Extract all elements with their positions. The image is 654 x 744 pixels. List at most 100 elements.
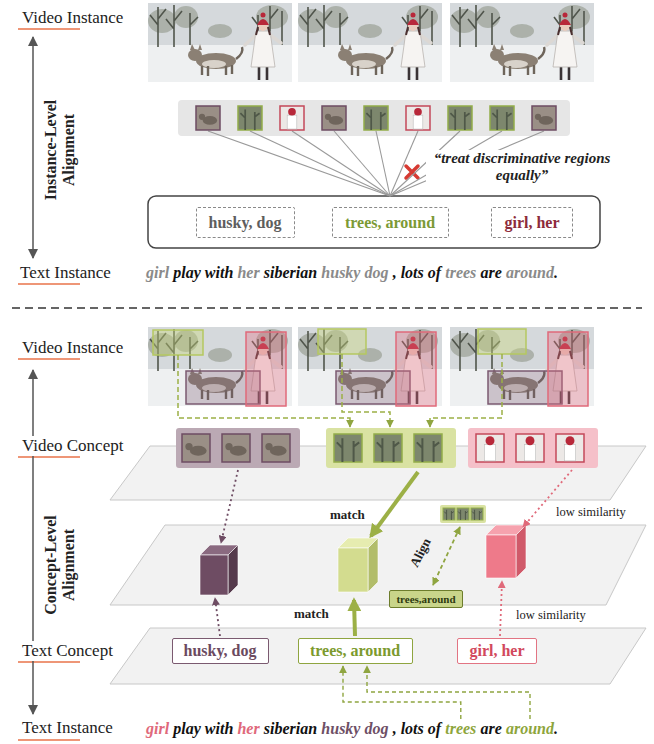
patch	[532, 106, 556, 130]
patch	[196, 106, 220, 130]
sentence-word: are	[481, 264, 502, 281]
concept-cube	[486, 535, 516, 578]
patch	[406, 106, 430, 130]
patch	[322, 106, 346, 130]
patch	[443, 508, 455, 520]
bounding-box	[153, 329, 588, 406]
patch	[532, 106, 556, 130]
patch	[238, 106, 262, 130]
concept-box: girl, her	[491, 207, 573, 238]
bounding-box	[548, 332, 588, 406]
patch	[471, 508, 483, 520]
concept-text: trees, around	[310, 642, 400, 660]
text-label: match	[330, 508, 365, 523]
sentence-word: , lots of	[393, 264, 441, 281]
text-label: low similarity	[516, 608, 586, 622]
sentence-word: .	[554, 720, 558, 737]
patch	[364, 106, 388, 130]
concept-group	[440, 505, 486, 523]
concept-group	[176, 428, 300, 468]
text-label: low similarity	[556, 505, 626, 519]
patch	[516, 434, 544, 462]
sentence-word: play with	[173, 720, 233, 737]
patch	[325, 114, 331, 120]
concept-text: husky, dog	[209, 214, 282, 232]
sentence-word: husky dog	[321, 720, 388, 737]
patch	[443, 508, 455, 520]
patch	[486, 436, 495, 445]
patch	[265, 443, 272, 450]
video-frame	[298, 3, 442, 82]
label-underline	[18, 739, 80, 741]
patch	[490, 106, 514, 130]
bounding-box	[396, 332, 436, 406]
sentence-word: , lots of	[393, 720, 441, 737]
sentence-word: are	[481, 720, 502, 737]
video-frame	[450, 3, 594, 82]
text-label: Text Instance	[20, 263, 111, 283]
patch	[280, 106, 304, 130]
patch	[262, 434, 290, 462]
sentence-word: siberian	[264, 720, 317, 737]
sentence-word: girl	[146, 264, 169, 281]
concept-box: husky, dog	[172, 638, 269, 664]
frame-to-concept-link	[430, 354, 502, 427]
video-frame	[450, 327, 594, 406]
label-underline	[18, 283, 80, 285]
patch	[225, 443, 232, 450]
bounding-box	[478, 329, 526, 354]
patch	[457, 508, 469, 520]
concept-plane	[110, 446, 646, 684]
sentence: girlplay withher siberianhusky dog , lots …	[146, 719, 558, 738]
alignment-arrow	[32, 37, 34, 714]
concept-cube	[338, 548, 368, 592]
label-underline	[18, 358, 80, 360]
sentence-word: around	[506, 720, 554, 737]
patch	[492, 110, 511, 130]
concept-cube	[516, 525, 526, 578]
text-label: match	[294, 607, 329, 622]
patch	[182, 434, 210, 462]
patch	[337, 438, 359, 462]
concept-text: girl, her	[504, 214, 559, 232]
patch	[322, 106, 346, 130]
concept-text: trees,around	[396, 593, 455, 605]
concept-plane	[110, 525, 646, 605]
alignment-arrow	[32, 370, 34, 714]
patch	[471, 508, 483, 520]
sentence-word: siberian	[264, 264, 317, 281]
match-arrow	[354, 600, 355, 636]
patch	[222, 434, 250, 462]
text-label: “treat discriminative regions equally”	[426, 150, 618, 185]
word-link	[367, 666, 530, 719]
frame-to-concept-link	[342, 354, 390, 427]
patch	[476, 434, 504, 462]
patch	[182, 434, 210, 462]
text-label: Text Concept	[20, 641, 115, 661]
concept-box: girl, her	[457, 638, 537, 664]
patch	[222, 434, 250, 462]
patch	[334, 434, 362, 462]
concept-group	[468, 428, 598, 468]
sentence-word: her	[237, 720, 259, 737]
patch	[566, 436, 575, 445]
similarity-arrow	[215, 598, 220, 636]
rotated-label: Instance-Level Alignment	[42, 75, 79, 225]
sentence-word: husky dog	[321, 264, 388, 281]
align-arrow	[433, 527, 460, 585]
patch	[556, 434, 584, 462]
patch	[364, 106, 388, 130]
alignment-arrow	[32, 37, 34, 258]
patch	[564, 445, 575, 461]
patch	[374, 434, 402, 462]
concept-text: trees, around	[345, 214, 435, 232]
concept-box: husky, dog	[196, 207, 295, 238]
label-underline	[18, 661, 80, 663]
patch	[417, 438, 439, 462]
sentence-word: girl	[146, 720, 169, 737]
label-underline	[18, 456, 80, 458]
patch	[334, 434, 362, 462]
concept-plane	[110, 628, 646, 684]
sentence-word: .	[554, 264, 558, 281]
similarity-arrow	[221, 470, 238, 543]
